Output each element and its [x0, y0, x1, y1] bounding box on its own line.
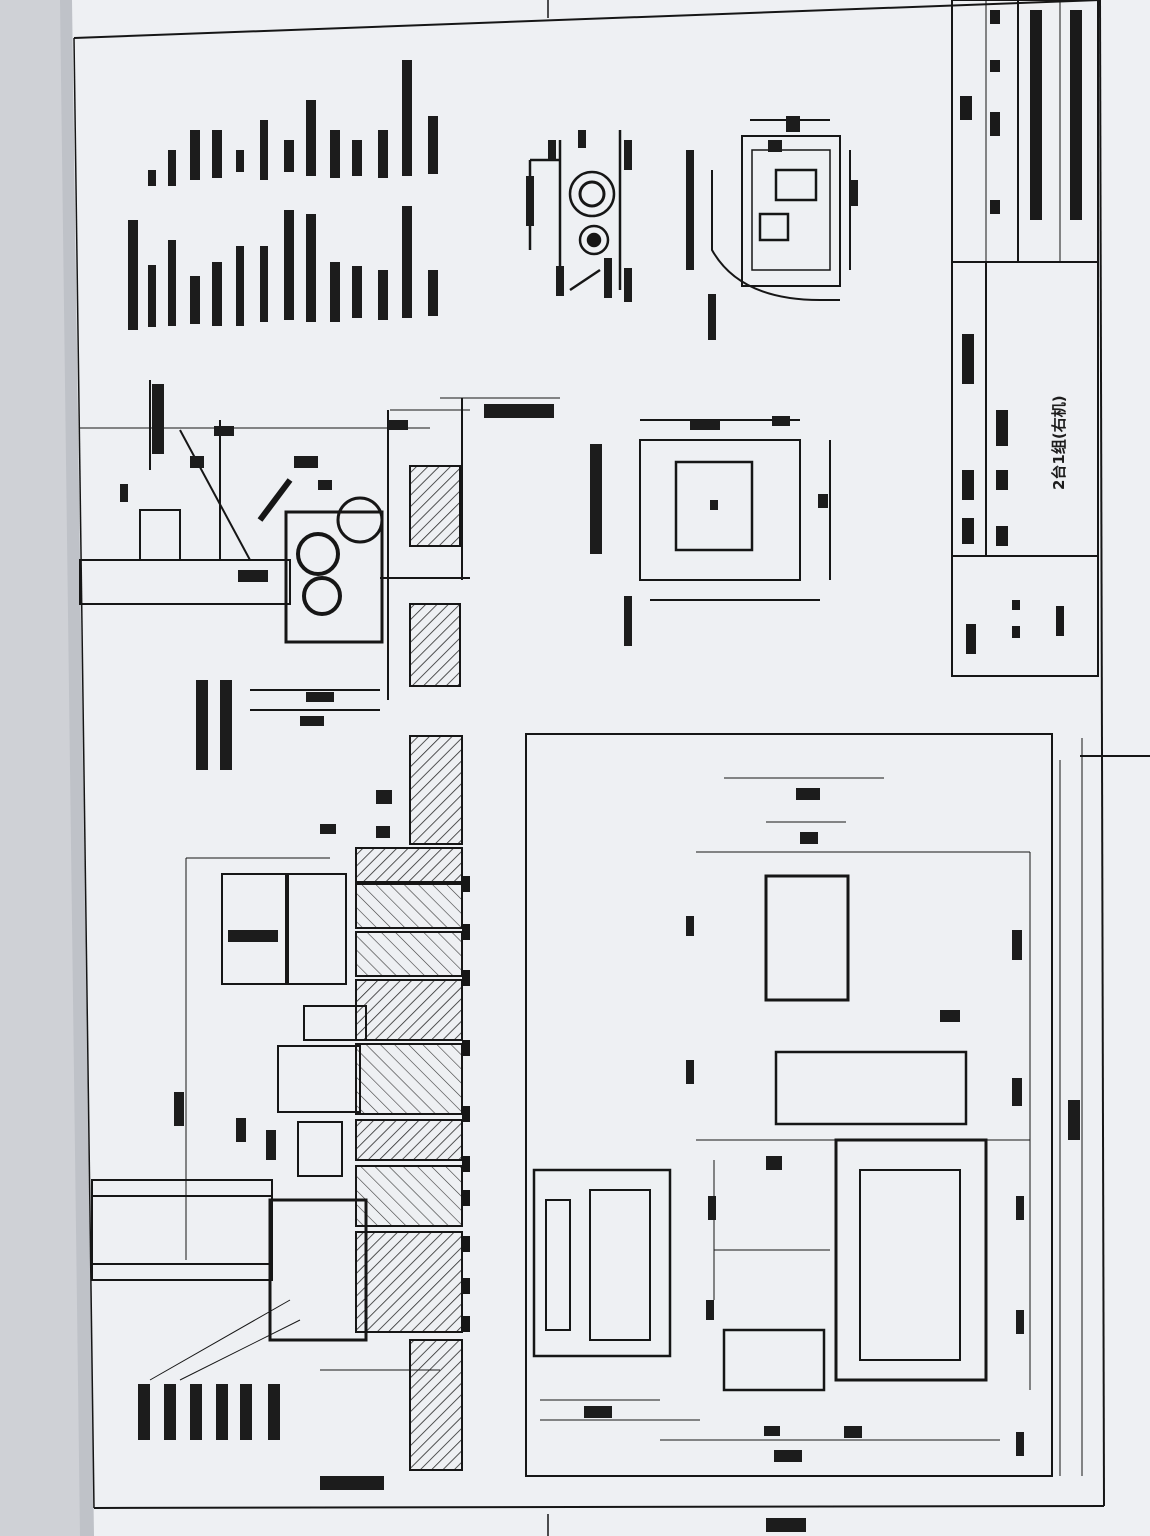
paper-sheet	[60, 0, 1150, 1536]
detail-bracket	[686, 116, 858, 340]
detail-plate	[590, 416, 831, 646]
notes-block	[128, 60, 438, 330]
detail-coupling	[526, 130, 632, 302]
plan-view	[525, 733, 1083, 1532]
drawing-border	[73, 0, 1150, 1536]
title-block: 2台1组(右机)	[951, 0, 1099, 677]
section-view-upper	[79, 380, 560, 770]
section-view-lower	[91, 735, 470, 1490]
drawing-title: 2台1组(右机)	[1050, 395, 1068, 490]
